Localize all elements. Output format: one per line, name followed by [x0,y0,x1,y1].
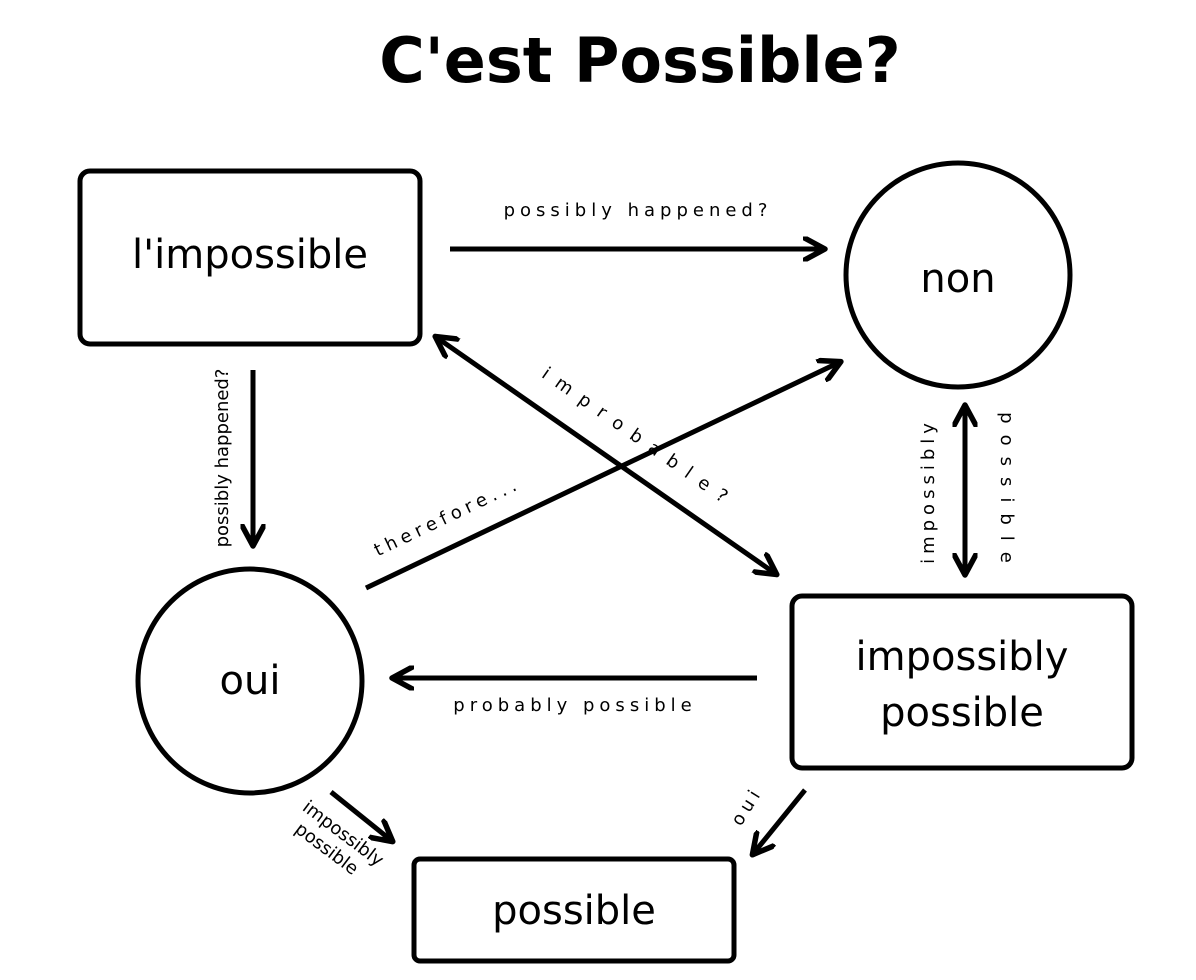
edge-impossible-impossibly-possible-arrow [436,337,776,574]
node-impossible: l'impossible [77,168,423,347]
node-non-circle [843,160,1073,390]
edge-impossible-to-non-label: possibly happened? [504,200,773,221]
node-possible: possible [411,856,737,964]
node-oui: oui [135,566,365,796]
diagram-title: C'est Possible? [379,24,900,97]
node-non-label: non [920,256,995,302]
edge-impossibly-possible-to-oui-label: probably possible [453,695,696,716]
edge-non-impossibly-possible-label-right: possible [996,412,1017,574]
edge-impossibly-possible-to-possible-arrow [753,788,807,854]
node-impossible-box [77,168,423,347]
node-impossibly-possible-box [789,593,1135,771]
node-oui-circle [135,566,365,796]
node-oui-label: oui [220,658,281,704]
node-possible-label: possible [492,888,656,934]
node-non: non [843,160,1073,390]
edge-impossibly-possible-to-possible-label: oui [727,783,767,830]
edge-non-impossibly-possible-label-left: impossibly [918,418,939,564]
edge-impossible-to-oui-label: possibly happened? [212,369,233,548]
node-possible-box [411,856,737,964]
node-impossibly-possible-line2: possible [880,690,1044,736]
edge-oui-to-possible-arrow [329,790,392,841]
node-impossibly-possible: impossibly possible [789,593,1135,771]
edge-oui-to-possible-label: impossibly possible [291,797,388,880]
node-impossible-label: l'impossible [132,232,368,278]
edge-oui-to-non-arrow [364,362,840,591]
node-impossibly-possible-line1: impossibly [856,634,1069,680]
